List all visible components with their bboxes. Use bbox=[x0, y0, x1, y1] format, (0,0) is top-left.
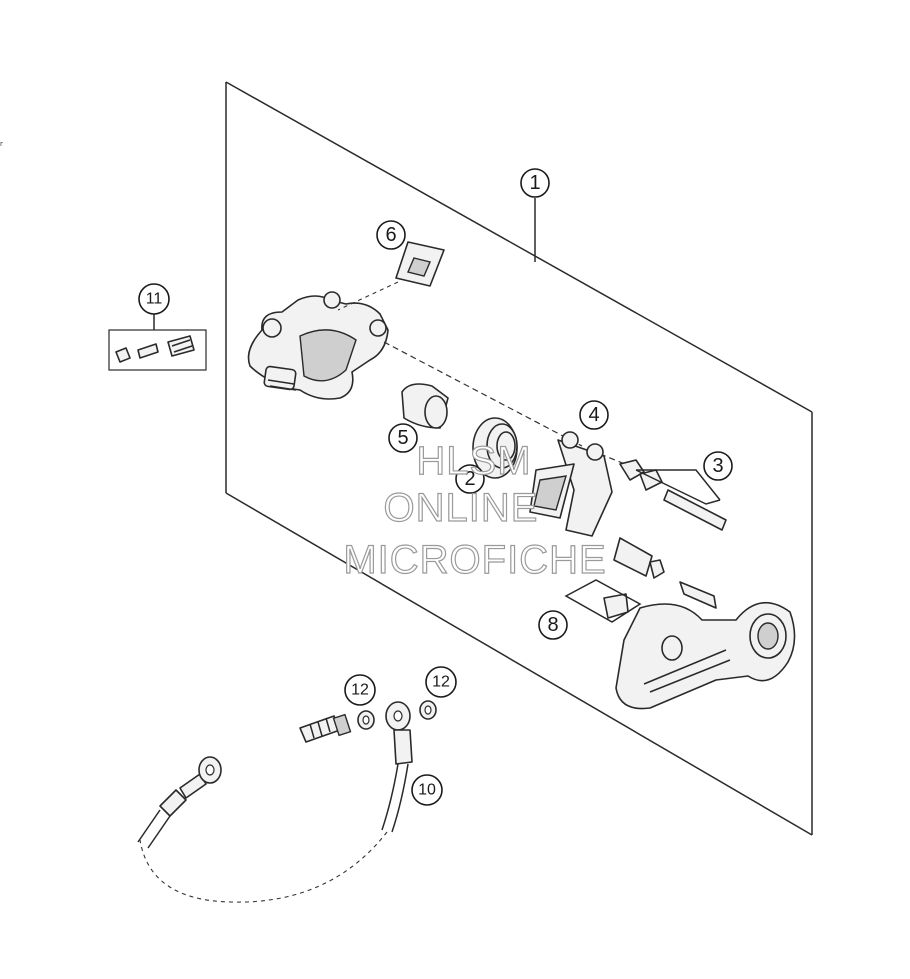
svg-text:2: 2 bbox=[464, 468, 475, 490]
caliper-body bbox=[247, 291, 389, 400]
sealing-washer-left bbox=[357, 710, 375, 730]
callout-6: 6 bbox=[376, 220, 406, 250]
banjo-bolt bbox=[299, 713, 352, 743]
svg-text:11: 11 bbox=[146, 291, 163, 308]
svg-text:5: 5 bbox=[397, 427, 408, 449]
sealing-washer-right bbox=[419, 700, 437, 720]
callout-10: 10 bbox=[411, 774, 443, 806]
svg-text:3: 3 bbox=[712, 455, 723, 477]
brake-hose bbox=[137, 701, 413, 903]
pad-spring bbox=[395, 241, 445, 287]
callout-12-right: 12 bbox=[425, 666, 457, 698]
assembly-panel bbox=[225, 81, 813, 836]
bleeder-kit bbox=[108, 314, 207, 371]
watermark-line-3: MICROFICHE bbox=[343, 538, 606, 582]
callout-8: 8 bbox=[538, 610, 568, 640]
svg-text:6: 6 bbox=[385, 224, 396, 246]
callout-1: 1 bbox=[520, 168, 550, 198]
callout-3: 3 bbox=[703, 451, 733, 481]
callout-12-left: 12 bbox=[344, 674, 376, 706]
svg-text:12: 12 bbox=[432, 674, 450, 691]
pad-pin bbox=[619, 459, 727, 531]
callout-5: 5 bbox=[388, 423, 418, 453]
svg-text:10: 10 bbox=[418, 782, 436, 799]
watermark-line-2: ONLINE bbox=[384, 486, 539, 530]
corner-mark: r bbox=[0, 140, 3, 148]
callout-11: 11 bbox=[138, 283, 170, 315]
callout-4: 4 bbox=[579, 400, 609, 430]
caliper-bracket bbox=[615, 601, 796, 710]
svg-text:8: 8 bbox=[547, 614, 558, 636]
leader-6 bbox=[337, 281, 399, 311]
svg-text:4: 4 bbox=[588, 404, 599, 426]
callout-2: 2 bbox=[455, 464, 485, 494]
seal-kit bbox=[472, 417, 518, 479]
slide-pins bbox=[564, 537, 717, 623]
svg-text:12: 12 bbox=[351, 682, 369, 699]
svg-text:1: 1 bbox=[529, 172, 540, 194]
piston bbox=[401, 383, 449, 429]
brake-pads bbox=[529, 431, 613, 537]
